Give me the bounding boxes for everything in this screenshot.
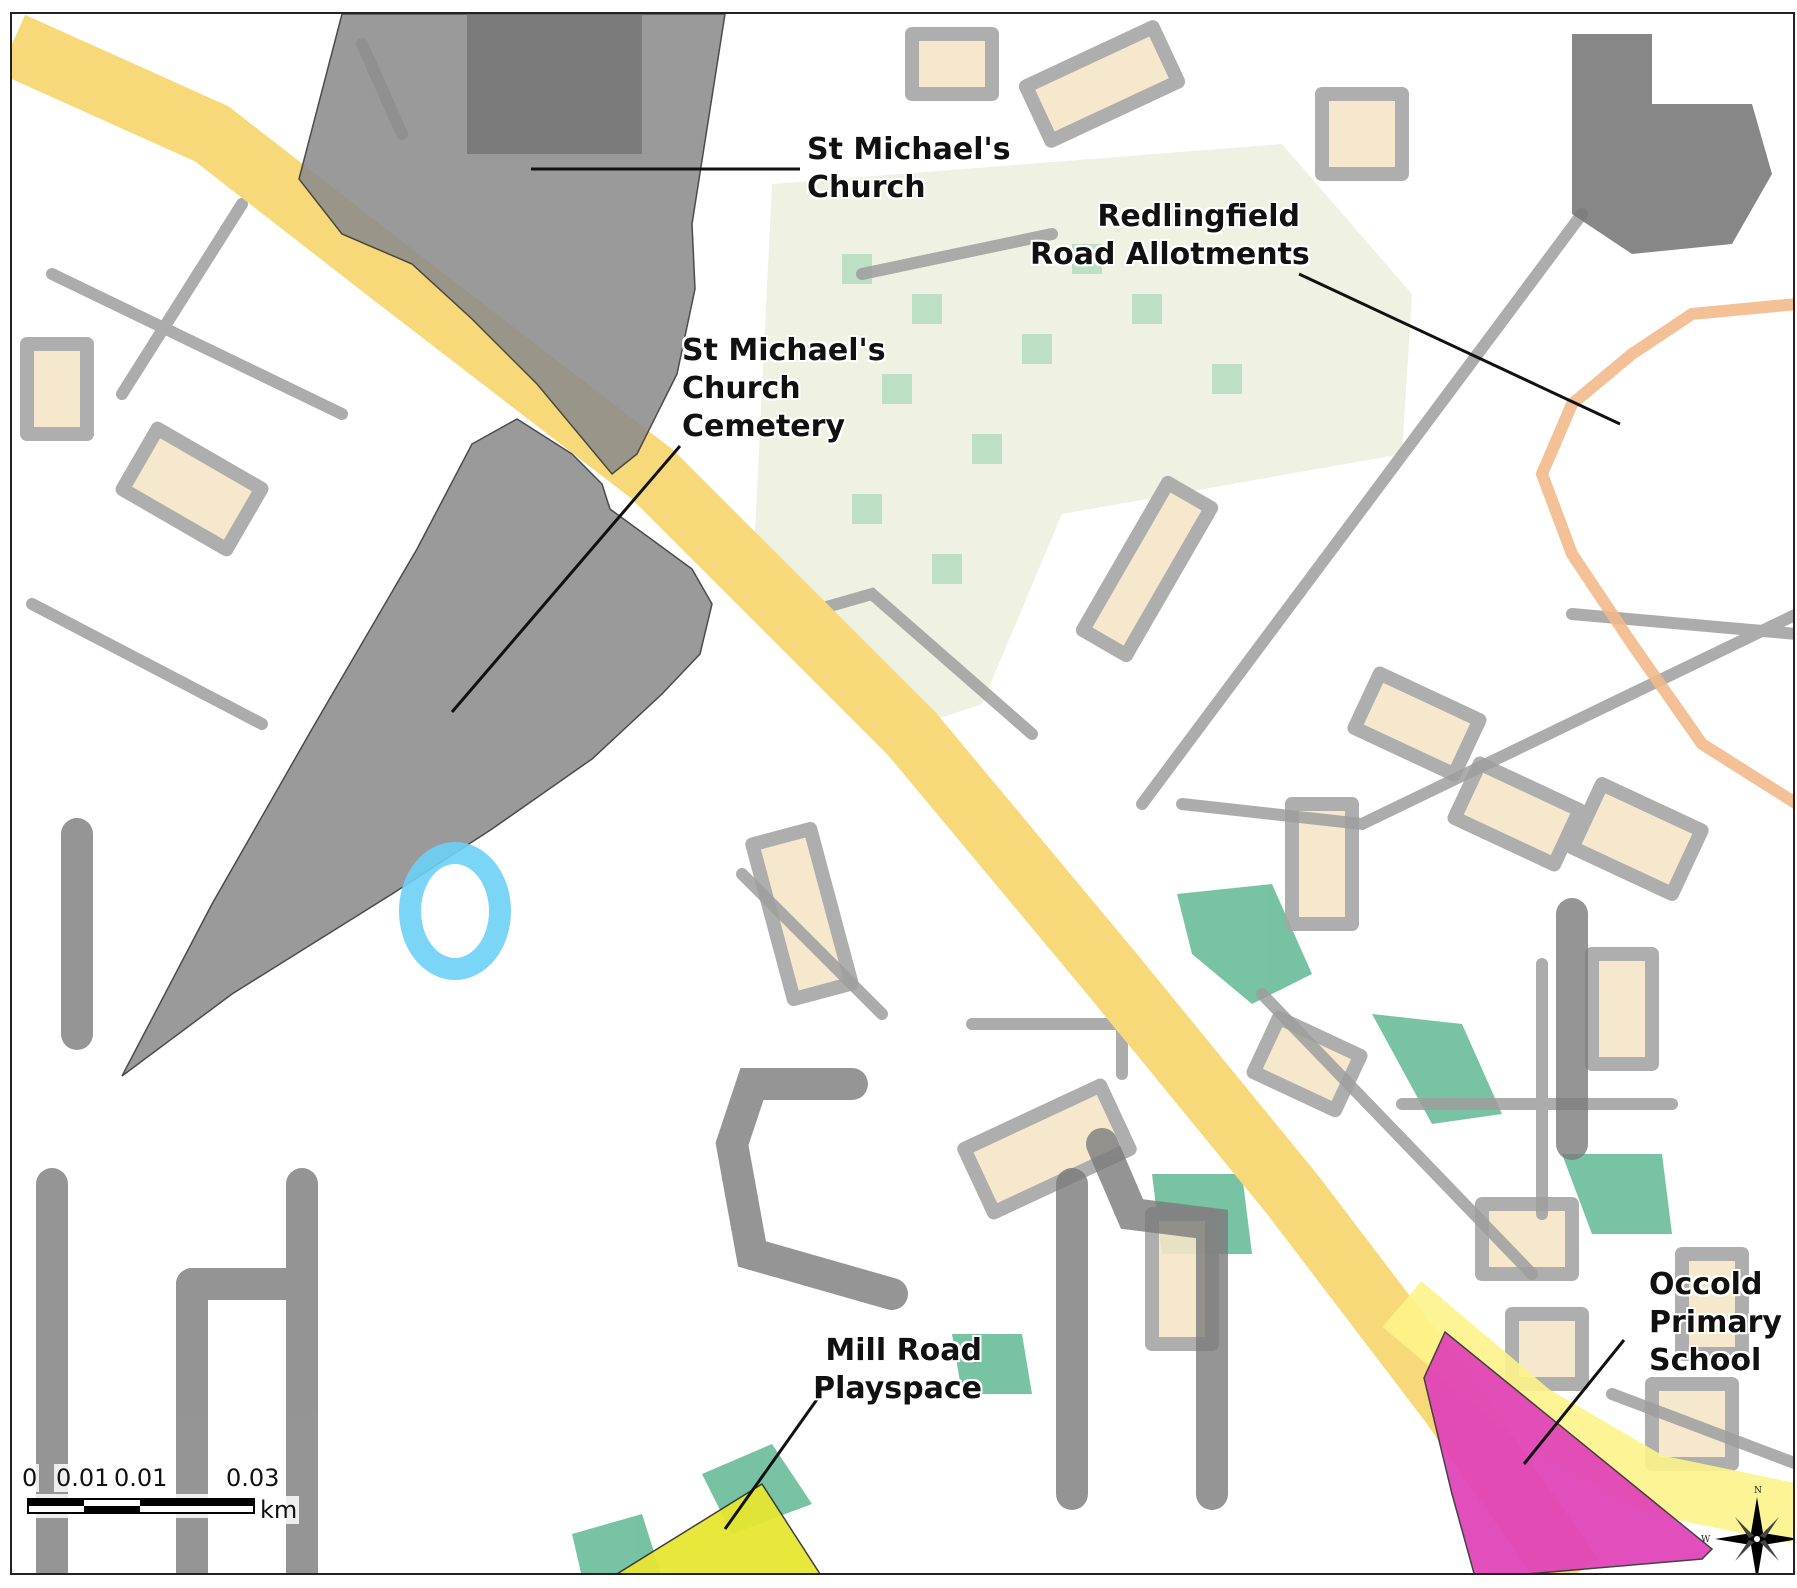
label-st-michaels-church-cemetery[interactable]: St Michael's Church Cemetery xyxy=(682,332,886,446)
label-redlingfield-road-allotments[interactable]: Redlingfield Road Allotments xyxy=(1030,198,1310,274)
label-line: Road Allotments xyxy=(1030,237,1310,272)
scale-tick-3: 0.03 xyxy=(224,1464,282,1492)
scale-tick-1: 0.01 xyxy=(54,1464,112,1492)
occold-primary-school-site[interactable] xyxy=(1423,1330,1714,1575)
scale-tick-0: 0 xyxy=(20,1464,40,1492)
mill-road-playspace-site[interactable] xyxy=(612,1482,822,1575)
large-dark-building xyxy=(1572,34,1772,254)
allotment-area xyxy=(752,144,1412,734)
label-line: Church xyxy=(807,170,926,205)
basemap[interactable]: N S W E xyxy=(12,14,1795,1575)
map-frame[interactable]: N S W E St Michael's Church Redlingfield… xyxy=(10,12,1795,1575)
label-line: Church xyxy=(682,371,801,406)
label-line: Primary xyxy=(1649,1305,1782,1340)
label-line: Cemetery xyxy=(682,409,846,444)
label-line: St Michael's xyxy=(682,333,886,368)
label-st-michaels-church[interactable]: St Michael's Church xyxy=(807,131,1011,207)
leader-lines xyxy=(450,167,1626,1530)
label-line: Playspace xyxy=(813,1371,982,1406)
st-michaels-church-cemetery-site[interactable] xyxy=(121,418,713,1077)
boundary-lines xyxy=(26,38,1793,1469)
label-line: Mill Road xyxy=(825,1333,982,1368)
label-line: School xyxy=(1649,1343,1762,1378)
church-building xyxy=(467,14,642,154)
pond xyxy=(399,842,511,980)
compass-n: N xyxy=(1754,1486,1762,1496)
allotment-plots xyxy=(842,244,1242,584)
label-line: St Michael's xyxy=(807,132,1011,167)
scale-unit: km xyxy=(258,1496,300,1524)
label-line: Occold xyxy=(1649,1267,1763,1302)
label-occold-primary-school[interactable]: Occold Primary School xyxy=(1649,1266,1782,1380)
scale-tick-2: 0.01 xyxy=(112,1464,170,1492)
orange-footpath xyxy=(1535,298,1793,809)
label-mill-road-playspace[interactable]: Mill Road Playspace xyxy=(772,1332,982,1408)
compass-w: W xyxy=(1701,1535,1711,1545)
label-line: Redlingfield xyxy=(1097,199,1300,234)
scale-bar xyxy=(26,1494,265,1518)
north-arrow: N S W E xyxy=(1701,1486,1793,1573)
